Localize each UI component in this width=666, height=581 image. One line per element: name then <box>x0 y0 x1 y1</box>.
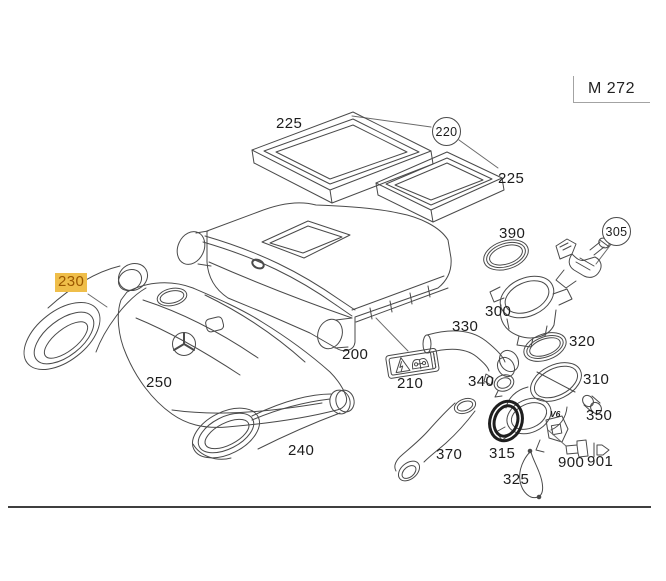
part-label-350[interactable]: 350 <box>586 407 613 424</box>
part-connector-901 <box>594 443 609 457</box>
part-label-300[interactable]: 300 <box>485 303 512 320</box>
part-vent-hose-330 <box>423 331 522 380</box>
part-seal-ring-320 <box>520 327 570 366</box>
v6-marking: V6 <box>550 409 561 419</box>
part-filter-housing-200 <box>172 203 451 352</box>
bottom-divider <box>8 506 651 508</box>
part-damper-350 <box>580 393 603 416</box>
part-label-225-right[interactable]: 225 <box>498 170 525 187</box>
part-label-320[interactable]: 320 <box>569 333 596 350</box>
part-label-310[interactable]: 310 <box>583 371 610 388</box>
part-label-370[interactable]: 370 <box>436 446 463 463</box>
part-sensor-housing-300 <box>490 268 572 347</box>
part-throttle-body-310: V6 <box>496 355 588 452</box>
engine-code-box: M 272 <box>573 76 650 103</box>
part-label-220[interactable]: 220 <box>432 117 461 146</box>
part-label-240[interactable]: 240 <box>288 442 315 459</box>
part-retaining-wire-325 <box>520 449 543 499</box>
part-seal-ring-315 <box>485 397 528 445</box>
part-air-duct-240 <box>184 388 356 468</box>
part-seal-ring-390 <box>480 235 532 276</box>
part-maf-sensor-305 <box>556 236 612 288</box>
part-label-325[interactable]: 325 <box>503 471 530 488</box>
part-label-305[interactable]: 305 <box>602 217 631 246</box>
part-engine-cover-250 <box>118 283 346 428</box>
part-air-duct-230 <box>12 258 153 383</box>
part-vent-hose-370 <box>395 396 478 485</box>
part-label-390[interactable]: 390 <box>499 225 526 242</box>
part-label-210[interactable]: 210 <box>397 375 424 392</box>
part-connector-900 <box>566 440 588 457</box>
part-label-900[interactable]: 900 <box>558 454 585 471</box>
part-label-330[interactable]: 330 <box>452 318 479 335</box>
part-air-filter-right-225 <box>376 152 504 222</box>
part-hose-clamp-340 <box>484 372 516 397</box>
part-label-315[interactable]: 315 <box>489 445 516 462</box>
part-label-901[interactable]: 901 <box>587 453 614 470</box>
part-label-225-left[interactable]: 225 <box>276 115 303 132</box>
part-label-250[interactable]: 250 <box>146 374 173 391</box>
part-warning-label-210 <box>376 318 439 379</box>
engine-code-text: M 272 <box>588 80 635 97</box>
leader-lines-220 <box>352 116 498 168</box>
part-label-200[interactable]: 200 <box>342 346 369 363</box>
part-label-230-highlighted[interactable]: 230 <box>55 273 88 292</box>
mercedes-star-icon <box>173 333 196 356</box>
part-label-340[interactable]: 340 <box>468 373 495 390</box>
